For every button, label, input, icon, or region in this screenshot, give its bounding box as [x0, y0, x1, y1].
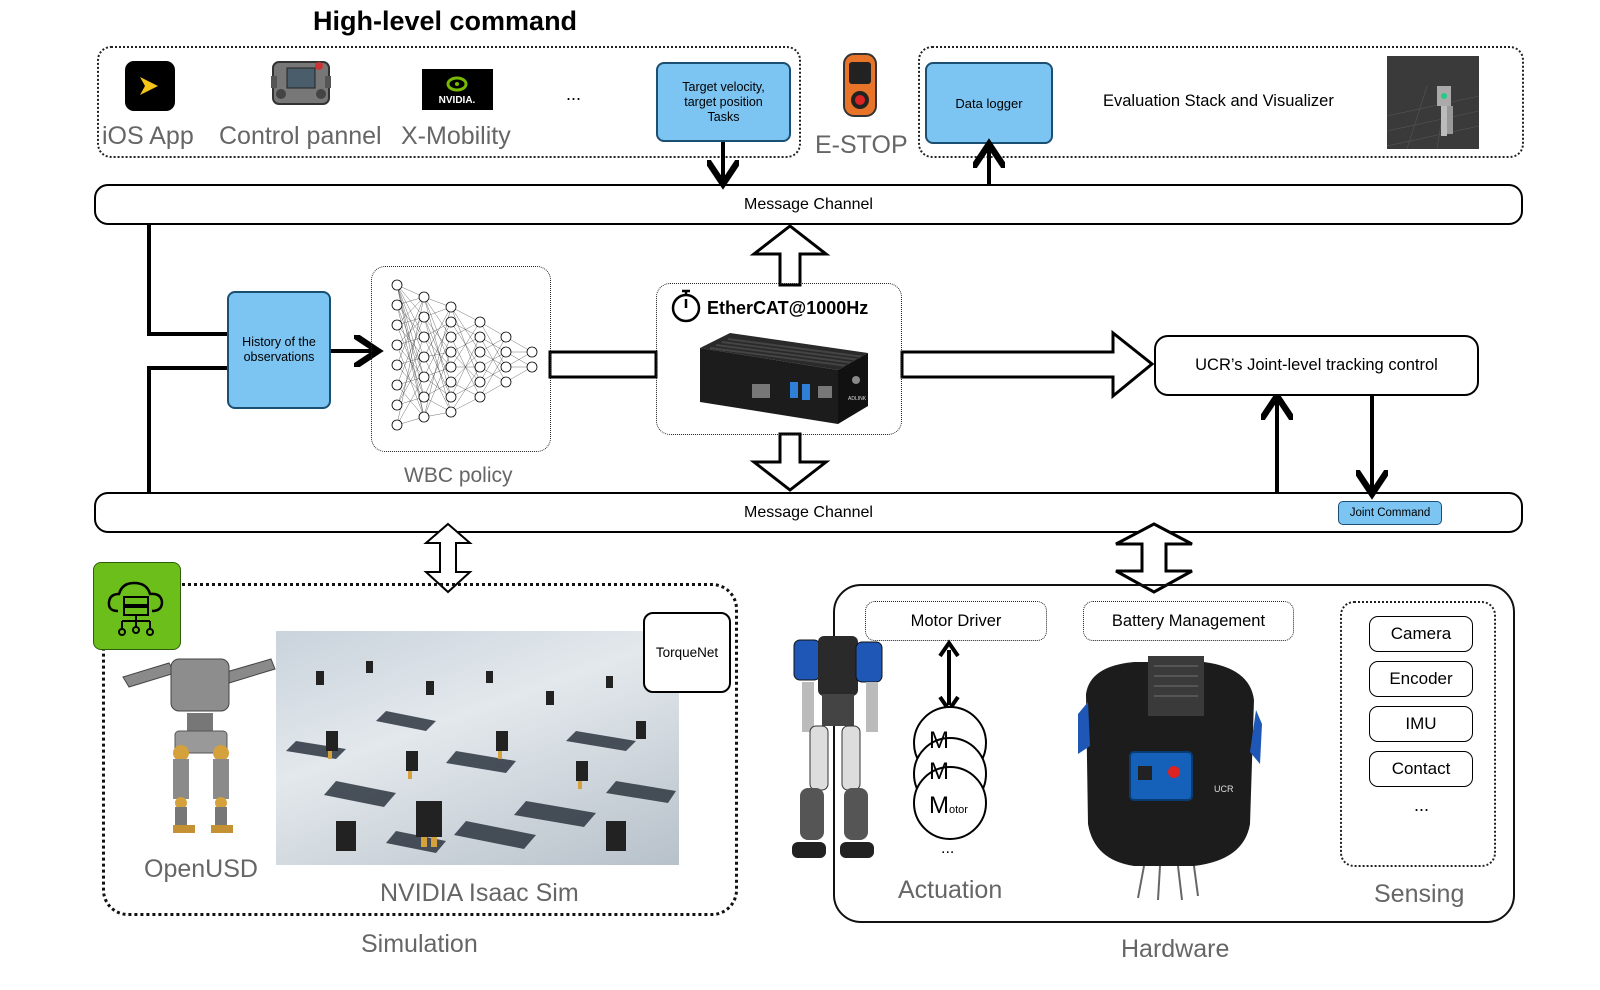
double-arrow-hardware [1115, 522, 1193, 594]
industrial-pc-image: ADLINK [690, 328, 870, 428]
joint-command-badge: Joint Command [1338, 501, 1442, 525]
wbc-policy-box [371, 266, 551, 452]
title: High-level command [313, 6, 578, 36]
hollow-arrow-ucr [900, 329, 1155, 400]
ethercat-label: EtherCAT@1000Hz [707, 298, 869, 318]
hardware-box [833, 584, 1515, 923]
motor-label-back-1: M [929, 727, 949, 754]
cloud-server-icon [93, 562, 181, 650]
svg-text:ADLINK: ADLINK [848, 396, 867, 402]
motor-driver-box: Motor Driver [865, 601, 1047, 641]
motor-ellipsis: ... [941, 840, 955, 857]
wbc-policy-label: WBC policy [404, 464, 513, 487]
nvidia-logo: NVIDIA. [422, 69, 493, 110]
control-panel-label: Control pannel [219, 122, 382, 150]
estop-device [842, 52, 878, 118]
isaac-sim-scene [276, 631, 679, 865]
message-channel-bottom: Message Channel [94, 492, 1523, 533]
sensor-contact: Contact [1369, 751, 1473, 787]
hollow-arrow-wbc-ethercat [548, 350, 658, 379]
torquenet-box: TorqueNet [643, 612, 731, 693]
history-observations-box: History of the observations [227, 291, 331, 409]
openusd-label: OpenUSD [144, 855, 258, 883]
command-ellipsis: ... [566, 84, 582, 104]
svg-text:UCR: UCR [1214, 784, 1234, 794]
evaluation-box [918, 46, 1524, 158]
stopwatch-icon [670, 288, 702, 324]
ios-app-icon [125, 61, 175, 111]
hollow-arrow-up [749, 224, 831, 287]
evaluation-label: Evaluation Stack and Visualizer [1103, 92, 1334, 110]
motor-label-front: Motor [929, 792, 968, 819]
sensor-imu: IMU [1369, 706, 1473, 742]
openusd-robot-model [119, 655, 279, 840]
double-arrow-simulation [423, 522, 473, 594]
neural-network-icon [391, 279, 538, 431]
ios-app-label: iOS App [102, 122, 194, 150]
ucr-joint-control-box: UCR’s Joint-level tracking control [1154, 335, 1479, 396]
sensor-encoder: Encoder [1369, 661, 1473, 697]
message-channel-top: Message Channel [94, 184, 1523, 225]
battery-unit-image: UCR [1074, 654, 1262, 902]
hardware-label: Hardware [1121, 935, 1230, 963]
sensor-ellipsis: ... [1414, 795, 1430, 815]
battery-management-box: Battery Management [1083, 601, 1294, 641]
humanoid-robot-image [782, 632, 894, 872]
data-logger-box: Data logger [925, 62, 1053, 144]
actuation-label: Actuation [898, 876, 1003, 904]
visualizer-image [1386, 56, 1480, 150]
svg-text:NVIDIA.: NVIDIA. [439, 95, 476, 106]
motor-label-back-2: M [929, 758, 949, 785]
estop-label: E-STOP [815, 131, 908, 159]
x-mobility-label: X-Mobility [401, 122, 511, 150]
simulation-box [102, 583, 738, 916]
sensing-label: Sensing [1374, 880, 1465, 908]
high-level-command-box [97, 46, 801, 158]
hollow-arrow-down [749, 432, 831, 492]
sensor-camera: Camera [1369, 616, 1473, 652]
control-panel-image [267, 54, 335, 110]
sensing-box [1340, 601, 1496, 867]
simulation-label: Simulation [361, 930, 478, 958]
ethercat-box [656, 283, 902, 435]
motor-icons [910, 705, 994, 840]
isaac-sim-label: NVIDIA Isaac Sim [380, 879, 579, 907]
target-velocity-box: Target velocity, target position Tasks [656, 62, 791, 142]
